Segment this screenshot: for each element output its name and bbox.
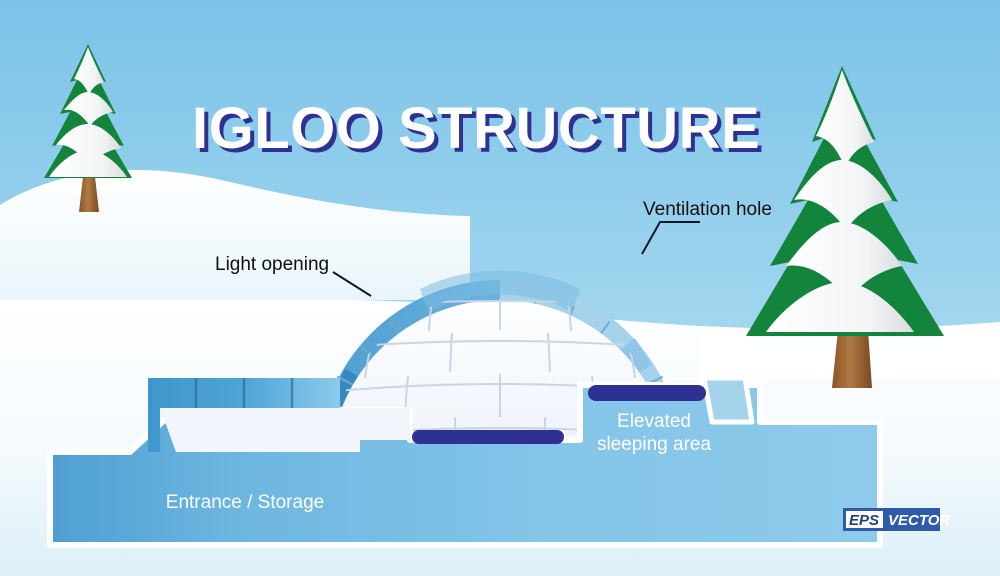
page-title-shadow: IGLOO STRUCTURE	[196, 100, 764, 165]
callout-ventilation-hole: Ventilation hole	[643, 199, 772, 220]
tree-left-snow-2	[64, 92, 113, 126]
tunnel-roof-segments	[194, 378, 294, 408]
badge-vector-text: VECTOR	[888, 512, 950, 529]
tree-left-snow-4	[49, 150, 127, 177]
pine-tree-right	[746, 66, 944, 388]
label-elevated-sleeping-area-line1: Elevated	[617, 411, 691, 432]
pine-tree-left	[44, 44, 132, 212]
badge-eps-text: EPS	[849, 512, 879, 529]
tree-left-trunk	[79, 168, 99, 212]
eps-vector-badge: EPS VECTOR	[843, 508, 950, 531]
page-title: IGLOO STRUCTURE	[192, 96, 760, 161]
tree-right-snow-4	[766, 282, 914, 332]
dome-arc-top	[420, 270, 580, 312]
label-entrance-storage: Entrance / Storage	[166, 492, 324, 513]
light-opening-leader	[332, 271, 372, 297]
tree-right-snow-2	[794, 160, 892, 230]
tunnel-interior-top	[160, 408, 360, 452]
label-elevated-sleeping-area-line2: sleeping area	[597, 434, 712, 455]
tree-right-trunk	[832, 330, 872, 388]
ventilation-hole-segment	[615, 338, 652, 378]
tree-right-snow-3	[786, 222, 902, 300]
tree-left-snow	[74, 47, 104, 95]
dome-floor-left	[340, 408, 410, 440]
dome-right-foot	[701, 375, 755, 425]
sleeping-platform-lower	[412, 430, 564, 444]
snow-hill-left	[0, 169, 470, 300]
badge-eps-bg	[846, 511, 883, 528]
sleeping-platform-upper	[588, 385, 706, 401]
ventilation-hole-leader	[641, 221, 700, 255]
tree-right-snow-1	[816, 70, 874, 168]
tree-left-snow-3	[56, 124, 121, 166]
callout-light-opening: Light opening	[215, 254, 329, 275]
